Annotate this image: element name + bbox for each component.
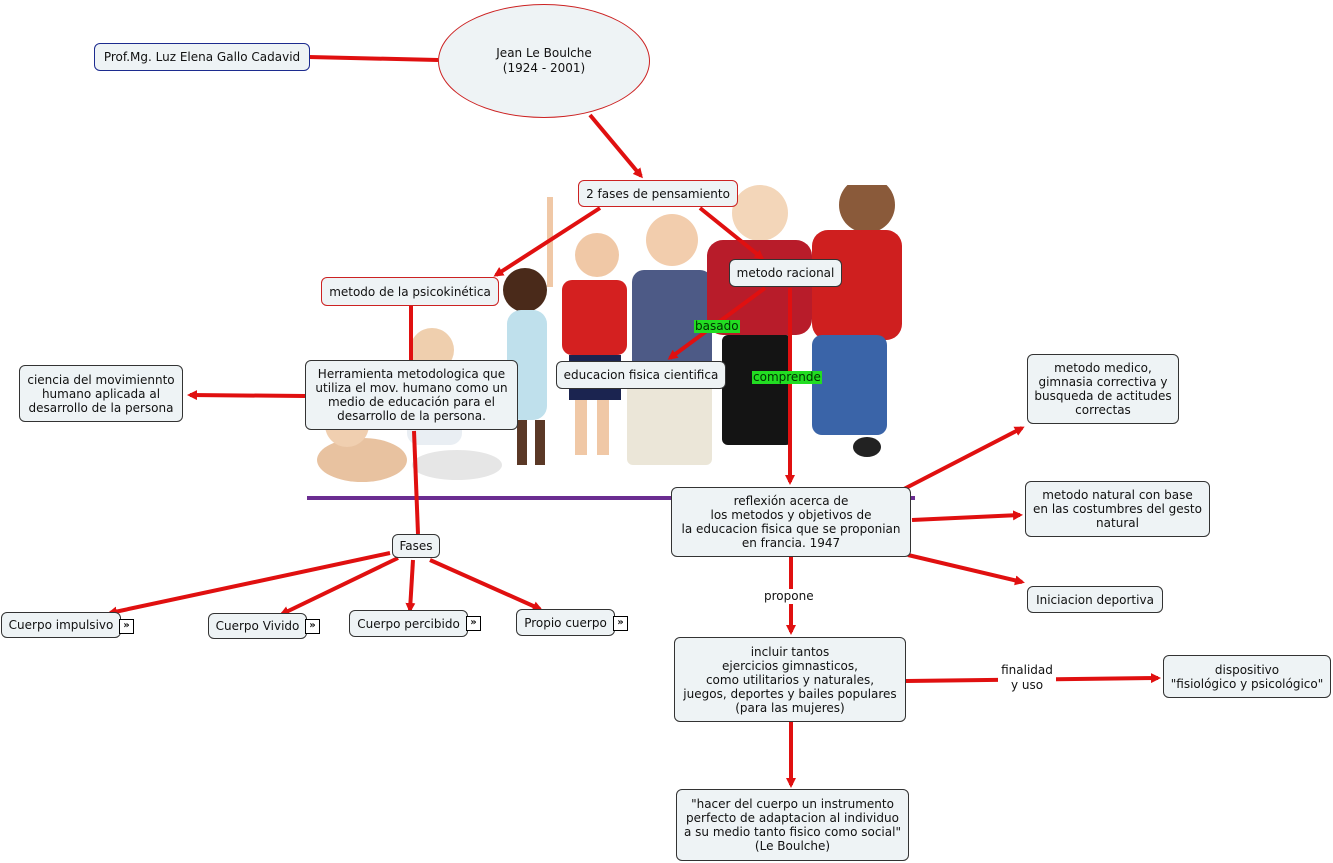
expand-icon[interactable]: » <box>466 616 481 631</box>
fases-node[interactable]: Fases <box>392 534 440 558</box>
edge-fases-propio <box>429 558 543 611</box>
edge-herramienta-fases <box>412 430 420 535</box>
root-node[interactable]: Jean Le Boulche (1924 - 2001) <box>438 4 650 118</box>
link-label-comprende: comprende <box>752 370 822 384</box>
cuerpo-impulsivo-node[interactable]: Cuerpo impulsivo <box>1 612 121 638</box>
expand-icon[interactable]: » <box>119 619 134 634</box>
hacer-node[interactable]: "hacer del cuerpo un instrumento perfect… <box>676 789 909 861</box>
expand-icon[interactable]: » <box>613 616 628 631</box>
medico-node[interactable]: metodo medico, gimnasia correctiva y bus… <box>1027 354 1179 424</box>
edge-fases-percibido <box>405 559 416 613</box>
cuerpo-percibido-node[interactable]: Cuerpo percibido <box>349 610 468 637</box>
edge-fases-psico <box>493 206 602 277</box>
edge-fases-vivido <box>279 556 399 616</box>
link-label-finalidad: finalidad y uso <box>998 663 1056 693</box>
iniciacion-node[interactable]: Iniciacion deportiva <box>1027 586 1163 613</box>
edge-reflexion-medico <box>901 426 1025 492</box>
link-label-propone: propone <box>764 589 814 604</box>
edge-root-fases <box>588 113 643 179</box>
educacion-cientifica-node[interactable]: educacion fisica cientifica <box>556 361 726 389</box>
dispositivo-node[interactable]: dispositivo "fisiológico y psicológico" <box>1163 655 1331 698</box>
photo-bottom-bar <box>307 496 915 500</box>
ciencia-node[interactable]: ciencia del movimiennto humano aplicada … <box>19 365 183 422</box>
propio-cuerpo-node[interactable]: Propio cuerpo <box>516 609 615 636</box>
incluir-node[interactable]: incluir tantos ejercicios gimnasticos, c… <box>674 637 906 722</box>
reflexion-node[interactable]: reflexión acerca de los metodos y objeti… <box>671 487 911 557</box>
author-node[interactable]: Prof.Mg. Luz Elena Gallo Cadavid <box>94 43 310 71</box>
edge-fases-impulsivo <box>107 551 391 617</box>
fases-pensamiento-node[interactable]: 2 fases de pensamiento <box>578 180 738 207</box>
edge-author-root <box>308 55 439 62</box>
edge-herramienta-ciencia <box>187 390 306 401</box>
expand-icon[interactable]: » <box>305 619 320 634</box>
edge-reflexion-iniciacion <box>907 553 1025 586</box>
natural-node[interactable]: metodo natural con base en las costumbre… <box>1025 481 1210 537</box>
psicokinetica-node[interactable]: metodo de la psicokinética <box>321 277 499 306</box>
cuerpo-vivido-node[interactable]: Cuerpo Vivido <box>208 613 307 639</box>
racional-node[interactable]: metodo racional <box>729 259 842 287</box>
edge-reflexion-natural <box>911 510 1023 522</box>
link-label-basado: basado <box>694 319 740 333</box>
edge-fases-racional <box>698 206 765 260</box>
herramienta-node[interactable]: Herramienta metodologica que utiliza el … <box>305 360 518 430</box>
